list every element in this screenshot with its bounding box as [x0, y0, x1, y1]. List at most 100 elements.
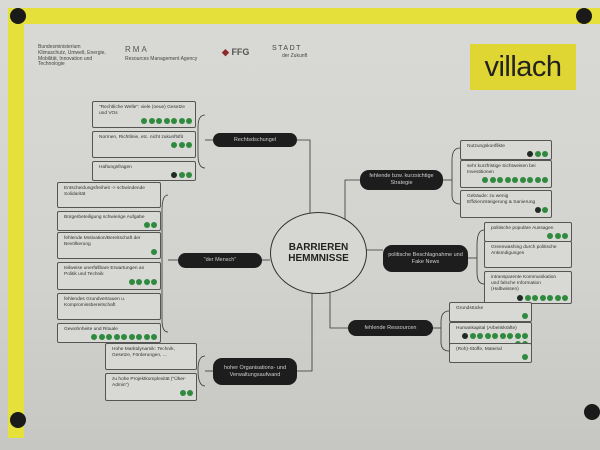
vote-dots — [491, 233, 568, 240]
green-vote-dot — [554, 233, 561, 240]
green-vote-dot — [128, 279, 135, 286]
item-box: fehlendes Grundvertrauen u. Kompromissbe… — [57, 293, 161, 320]
green-vote-dot — [143, 334, 150, 341]
green-vote-dot — [128, 334, 135, 341]
item-text: Nutzungskonflikte — [467, 144, 505, 149]
vote-dots — [456, 354, 528, 361]
green-vote-dot — [527, 177, 533, 184]
green-vote-dot — [171, 142, 177, 149]
item-text: Greenwashing durch politische Ankündigun… — [491, 245, 557, 257]
yellow-tape-left — [8, 8, 24, 438]
branch-der-mensch: "der Mensch" — [178, 253, 262, 268]
green-vote-dot — [532, 294, 538, 301]
item-box: "Rechtliche Welle": viele (neue) Gesetze… — [92, 101, 196, 128]
item-text: fehlendes Grundvertrauen u. Kompromissbe… — [64, 297, 126, 309]
item-text: fehlende Motivation/Bereitschaft der Bev… — [64, 236, 141, 248]
item-text: Normen, Richtlinie, etc. nicht zukunftsf… — [99, 135, 183, 140]
green-vote-dot — [178, 118, 185, 125]
vote-dots — [64, 222, 157, 229]
item-text: Gewohnheite und Rituale — [64, 327, 118, 332]
center-line-1: BARRIEREN — [288, 241, 349, 253]
green-vote-dot — [151, 222, 157, 229]
green-vote-dot — [522, 313, 528, 320]
item-box: Greenwashing durch politische Ankündigun… — [484, 241, 572, 268]
pin-icon — [584, 404, 600, 420]
dark-vote-dot — [534, 207, 541, 214]
dark-vote-dot — [462, 333, 468, 340]
item-box: zu hohe Projektkomplexität ("Über-Admin"… — [105, 373, 197, 401]
green-vote-dot — [186, 142, 192, 149]
green-vote-dot — [507, 333, 513, 340]
vote-dots — [99, 172, 192, 179]
green-vote-dot — [113, 334, 120, 341]
item-text: Gebäude: zu wenig Effizienzsteigerung & … — [467, 194, 536, 206]
item-text: Humankapital (Arbeitskräfte) — [456, 326, 517, 331]
green-vote-dot — [151, 279, 157, 286]
villach-logo: villach — [470, 44, 576, 90]
green-vote-dot — [179, 390, 186, 397]
branch-ressourcen: fehlende Ressourcen — [348, 320, 433, 336]
item-box: Haftungsfragen — [92, 161, 196, 182]
item-box: Bürgerbeteiligung schwierige Aufgabe — [57, 211, 161, 232]
vote-dots — [467, 151, 548, 158]
green-vote-dot — [522, 354, 528, 361]
item-text: Bürgerbeteiligung schwierige Aufgabe — [64, 215, 145, 220]
green-vote-dot — [186, 172, 192, 179]
rma-logo: RMA — [125, 45, 149, 54]
green-vote-dot — [482, 177, 488, 184]
pin-icon — [10, 8, 26, 24]
stadt-logo-sub: der Zukunft — [282, 53, 308, 59]
green-vote-dot — [136, 279, 142, 286]
vote-dots — [99, 142, 192, 149]
green-vote-dot — [554, 294, 561, 301]
green-vote-dot — [121, 334, 127, 341]
dark-vote-dot — [527, 151, 533, 158]
item-box: Grundstücke — [449, 302, 532, 323]
ffg-logo: ◆ FFG — [222, 47, 250, 57]
item-box: Entscheidungsfreiheit -> schwindende Sol… — [57, 182, 161, 208]
item-box: Normen, Richtlinie, etc. nicht zukunftsf… — [92, 131, 196, 158]
green-vote-dot — [178, 172, 185, 179]
green-vote-dot — [151, 249, 157, 256]
vote-dots — [112, 390, 193, 397]
vote-dots — [64, 279, 157, 286]
pin-icon — [10, 412, 26, 428]
green-vote-dot — [98, 334, 105, 341]
vote-dots — [456, 313, 528, 320]
green-vote-dot — [542, 151, 548, 158]
green-vote-dot — [522, 333, 528, 340]
green-vote-dot — [163, 118, 170, 125]
vote-dots — [491, 294, 568, 301]
green-vote-dot — [186, 118, 192, 125]
green-vote-dot — [512, 177, 518, 184]
green-vote-dot — [539, 294, 546, 301]
item-text: sehr kurzfristige Sichtweisen bei Invest… — [467, 164, 536, 176]
item-box: Gewohnheite und Rituale — [57, 323, 161, 344]
vote-dots — [467, 177, 548, 184]
ministry-logo: Bundesministerium Klimaschutz, Umwelt, E… — [38, 44, 106, 68]
dark-vote-dot — [517, 294, 523, 301]
green-vote-dot — [151, 334, 157, 341]
branch-strategie: fehlende bzw. kurzsichtige Strategie — [360, 170, 443, 190]
green-vote-dot — [497, 177, 503, 184]
item-box: Nutzungskonflikte — [460, 140, 552, 161]
green-vote-dot — [148, 118, 155, 125]
item-box: politische populäre Aussagen — [484, 222, 572, 243]
green-vote-dot — [484, 333, 491, 340]
rma-logo-sub: Resources Management Agency — [125, 56, 198, 62]
green-vote-dot — [187, 390, 193, 397]
green-vote-dot — [547, 294, 553, 301]
item-box: fehlende Motivation/Bereitschaft der Bev… — [57, 232, 161, 259]
item-box: sehr kurzfristige Sichtweisen bei Invest… — [460, 160, 552, 188]
green-vote-dot — [542, 177, 548, 184]
item-text: (Roh)-Stoffe, Material — [456, 347, 502, 352]
item-box: Hohe Marktdynamik: Technik, Gesetze, För… — [105, 343, 197, 370]
green-vote-dot — [534, 177, 541, 184]
item-text: politische populäre Aussagen — [491, 226, 554, 231]
pin-icon — [576, 8, 592, 24]
ffg-logo-text: FFG — [231, 47, 250, 57]
branch-organisationsaufwand: hoher Organisations- und Verwaltungsaufw… — [213, 358, 297, 385]
green-vote-dot — [542, 207, 548, 214]
